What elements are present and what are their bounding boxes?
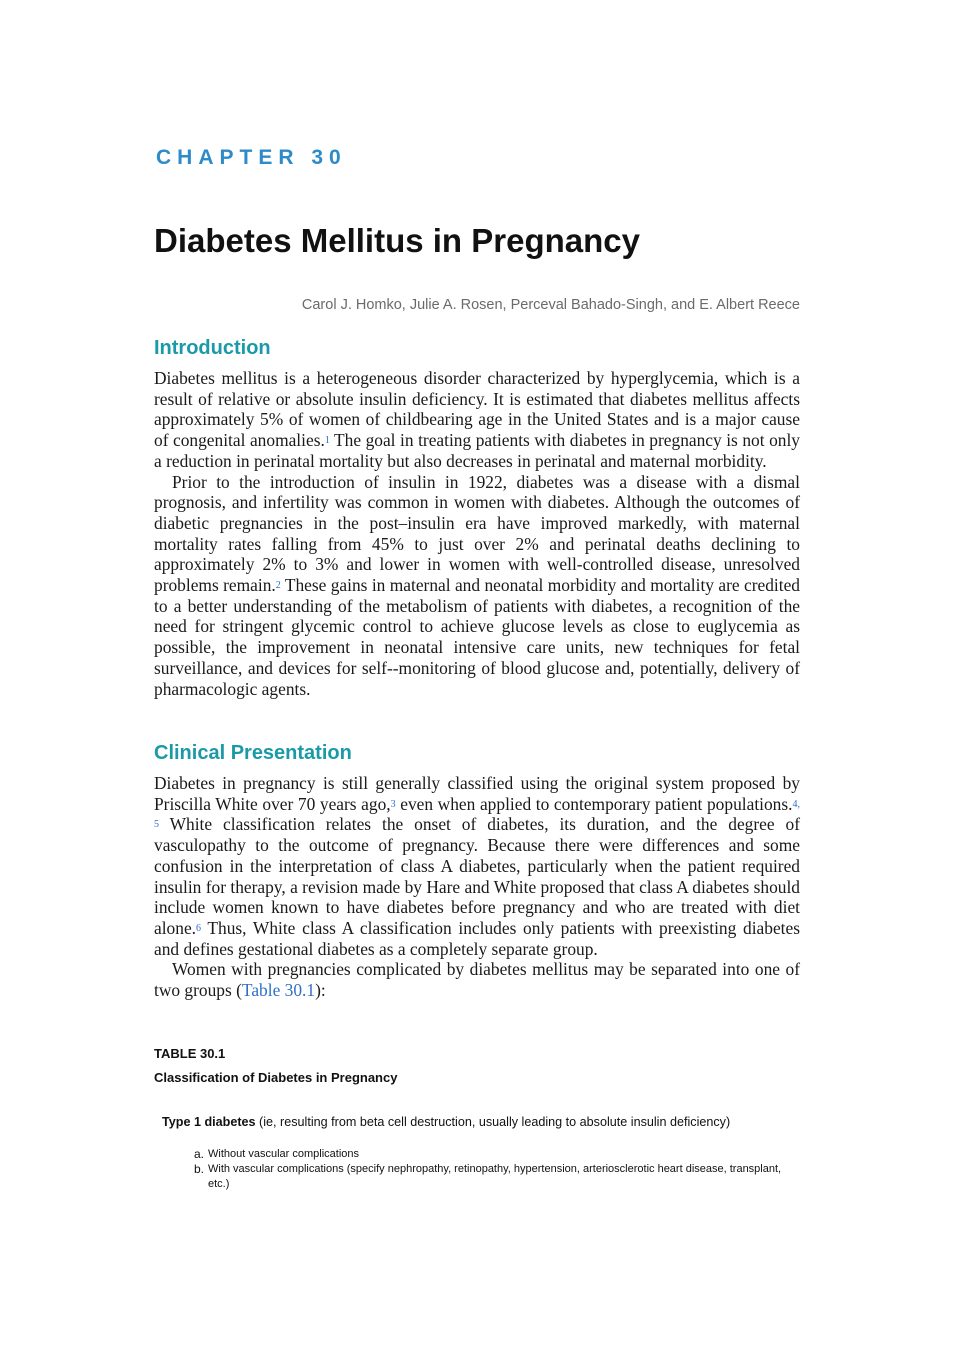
reference-link[interactable]: 4, 5 [154,798,800,831]
paragraph-text: Diabetes in pregnancy is still generally… [154,773,800,814]
list-marker: a. [194,1147,205,1161]
paragraph-text: These gains in maternal and neonatal mor… [154,575,801,699]
reference-link[interactable]: 1 [324,435,330,447]
table-link[interactable]: Table 30.1 [241,980,316,1001]
reference-link[interactable]: 6 [196,922,202,934]
chapter-label: CHAPTER 30 [156,146,347,169]
table-type-title: Type 1 diabetes [162,1115,256,1129]
list-item-text: With vascular complications (specify nep… [208,1163,782,1190]
table-type-row: Type 1 diabetes (ie, resulting from beta… [162,1115,730,1129]
table-label: TABLE 30.1 [154,1046,226,1061]
table-list: a.Without vascular complications b.With … [194,1147,804,1192]
list-marker: b. [194,1162,205,1176]
paragraph-text: even when applied to contemporary patien… [395,793,793,814]
section-heading-introduction: Introduction [154,337,271,359]
chapter-title: Diabetes Mellitus in Pregnancy [154,222,640,259]
paragraph-text: Thus, White class A classification inclu… [154,917,800,959]
introduction-body: Diabetes mellitus is a heterogeneous dis… [154,368,800,699]
paragraph-text: Prior to the introduction of insulin in … [154,471,800,596]
reference-link[interactable]: 3 [390,798,396,810]
table-type-description: (ie, resulting from beta cell destructio… [255,1115,731,1129]
section-heading-clinical-presentation: Clinical Presentation [154,742,352,764]
chapter-authors: Carol J. Homko, Julie A. Rosen, Perceval… [301,297,800,313]
clinical-presentation-body: Diabetes in pregnancy is still generally… [154,773,800,1001]
list-item: a.Without vascular complications [194,1147,804,1162]
paragraph: Women with pregnancies complicated by di… [154,959,800,1000]
paragraph: Prior to the introduction of insulin in … [154,472,800,700]
list-item: b.With vascular complications (specify n… [194,1162,804,1192]
paragraph: Diabetes mellitus is a heterogeneous dis… [154,368,800,472]
paragraph-text: Women with pregnancies complicated by di… [154,959,800,1001]
reference-link[interactable]: 2 [275,580,281,592]
paragraph-text: The goal in treating patients with diabe… [154,430,801,471]
list-item-text: Without vascular complications [208,1148,360,1160]
paragraph-text: ): [315,980,326,1001]
paragraph-text: Diabetes mellitus is a heterogeneous dis… [154,368,800,451]
paragraph-text: White classification relates the onset o… [154,814,800,938]
paragraph: Diabetes in pregnancy is still generally… [154,773,800,959]
table-caption: Classification of Diabetes in Pregnancy [154,1070,398,1085]
